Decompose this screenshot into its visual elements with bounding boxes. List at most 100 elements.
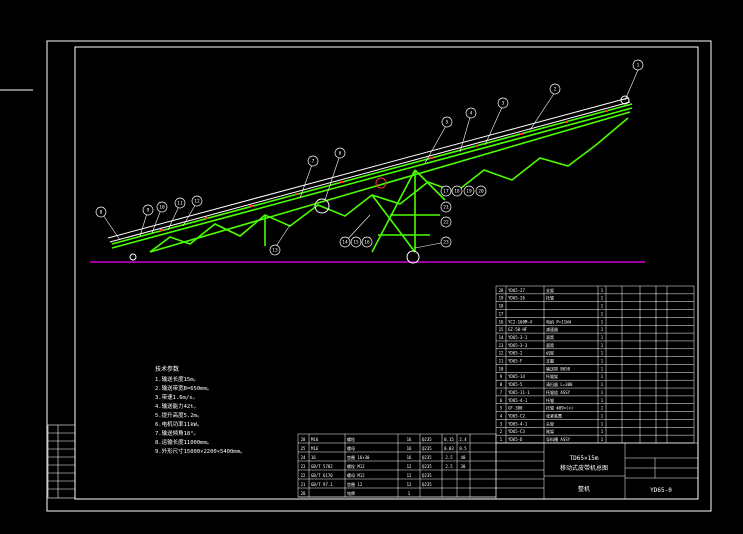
bom-main-code: YD65-11-1 — [508, 390, 530, 395]
inner-border — [74, 46, 699, 500]
outer-border — [46, 40, 712, 512]
bom-main-qty: 1 — [601, 327, 604, 332]
bom-small-qty: 16 — [407, 446, 412, 451]
balloon-number: 16 — [364, 240, 370, 246]
bom-small-code: 16 — [311, 455, 316, 460]
bom-small-qty: 16 — [407, 455, 412, 460]
bom-main-name: 电机 P=11kW — [546, 318, 571, 324]
bom-main-no: 14 — [499, 335, 504, 340]
drive-motor — [314, 198, 330, 214]
note-line: 2.输送带宽B=650mm。 — [155, 384, 212, 392]
bom-small-qty: 12 — [407, 464, 412, 469]
bom-main-code: GF-300 — [508, 406, 523, 411]
bom-small-name: 垫圈 16×30 — [347, 454, 370, 460]
bom-main-code: YD65-D — [508, 437, 523, 442]
bom-small-unit-weight: 0.03 — [444, 446, 454, 451]
bom-main-no: 8 — [500, 382, 503, 387]
bom-small-name: 螺栓 — [347, 436, 355, 442]
note-line: 3.带速1.6m/s。 — [155, 394, 198, 401]
bom-main-name: 托辊 — [546, 295, 554, 301]
bom-main-code: YD65-26 — [508, 296, 525, 301]
bom-main-no: 10 — [499, 366, 504, 371]
bom-main-name: 托辊架 — [546, 373, 558, 379]
bom-small-material: Q235 — [422, 437, 432, 442]
bom-main-code: YD65-27 — [508, 288, 525, 293]
title-line-2: 移动式皮带机总图 — [560, 464, 608, 472]
balloon-number: 15 — [353, 240, 359, 246]
bom-small-no: 24 — [301, 455, 306, 460]
bom-small-name: 螺栓 M12 — [347, 463, 365, 469]
idler-marks — [160, 110, 608, 231]
note-line: 9.外形尺寸15000×2200×5400mm。 — [155, 447, 245, 455]
bom-main-no: 11 — [499, 359, 504, 364]
bom-main-no: 4 — [500, 413, 503, 418]
bom-small-no: 21 — [301, 482, 306, 487]
bom-main-name: 输送带 B650 — [546, 365, 571, 371]
balloon-number: 7 — [312, 159, 315, 165]
balloon-number: 6 — [339, 151, 342, 157]
bom-main-name: 滚筒 — [546, 342, 554, 348]
bom-main-qty: 1 — [601, 382, 604, 387]
bom-main-qty: 1 — [601, 413, 604, 418]
bom-small-total-weight: 30 — [461, 464, 466, 469]
bom-small-total-weight: 2.4 — [459, 437, 467, 442]
revision-strip — [47, 424, 76, 499]
balloon-number: 12 — [194, 199, 200, 205]
bom-small-qty: 1 — [408, 491, 411, 496]
bom-main-code: YD65-4-1 — [508, 398, 528, 403]
tension-pulley — [375, 177, 387, 189]
bom-small-qty: 12 — [407, 473, 412, 478]
bom-main-code: YD65-C3 — [508, 429, 525, 434]
bom-main-qty: 1 — [601, 319, 604, 324]
balloon-number: 1 — [637, 63, 640, 69]
bom-main-name: 头架 — [546, 420, 554, 426]
bom-small-code: GB/T 5782 — [311, 464, 333, 469]
bom-main-code: YD65-14 — [508, 374, 525, 379]
bom-main-code: YD65-C2 — [508, 413, 525, 418]
balloon-number: 3 — [502, 101, 505, 107]
bom-main-name: 托辊组 ASSY — [546, 389, 571, 395]
bom-main-code: YD65-2 — [508, 351, 523, 356]
note-line: 8.运输长度11000mm。 — [155, 438, 212, 446]
bom-small-material: Q235 — [422, 473, 432, 478]
bom-main-name: 支腿 — [546, 358, 554, 364]
bom-small-material: Q235 — [422, 464, 432, 469]
bom-main-code: YD65-5 — [508, 382, 523, 387]
bom-small-no: 23 — [301, 464, 306, 469]
part-name: 整机 — [578, 485, 590, 493]
bom-small-total-weight: 0.5 — [459, 446, 467, 451]
bom-main-name: 减速器 — [546, 326, 558, 332]
note-line: 1.输送长度15m。 — [155, 375, 199, 383]
bom-small-code: M16 — [311, 437, 319, 442]
bom-small-unit-weight: 2.5 — [445, 455, 453, 460]
bom-main-name: 托辊 Φ89×(×) — [546, 405, 573, 411]
bom-main-no: 5 — [500, 406, 503, 411]
bom-main-name: 机架 — [546, 350, 554, 356]
balloon-number: 4 — [470, 111, 473, 117]
bom-main-code: YD65-4-1 — [508, 421, 528, 426]
bom-main-name: 尾架 — [546, 428, 554, 434]
bom-main-name: 导料槽 ASSY — [546, 436, 571, 442]
balloon-number: 5 — [446, 120, 449, 126]
title-line-1: TD65×15m — [570, 455, 599, 462]
bom-main-qty: 1 — [601, 296, 604, 301]
bom-main-code: GZ-50-HF — [508, 327, 528, 332]
balloon-number: 18 — [454, 189, 460, 195]
bom-main-code: YD65-3-3 — [508, 343, 528, 348]
balloon-number: 22 — [443, 220, 449, 226]
bom-main-no: 16 — [499, 319, 504, 324]
balloon-number: 8 — [100, 210, 103, 216]
bom-main-qty: 1 — [601, 288, 604, 293]
notes-heading: 技术参数 — [155, 365, 179, 373]
note-line: 6.电机功率11kW。 — [155, 420, 202, 428]
bom-main-name: 清扫器 L=300 — [546, 381, 573, 387]
bom-main-no: 6 — [500, 398, 503, 403]
bom-main-code: YD65-3-1 — [508, 335, 528, 340]
bom-small-unit-weight: 2.5 — [445, 464, 453, 469]
bom-main-qty: 1 — [601, 437, 604, 442]
bom-small-name: 垫圈 12 — [347, 481, 363, 487]
balloon-number: 23 — [443, 240, 449, 246]
bom-main-qty: 1 — [601, 311, 604, 316]
